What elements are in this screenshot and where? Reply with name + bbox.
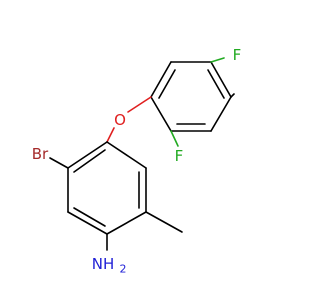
bond-ring1-c1-c2-inner (158, 69, 176, 99)
bond-ring2-a4-a5-inner (73, 207, 106, 227)
atom-fluorine-top: F (233, 46, 242, 64)
bond-c-f-top-colored (210, 57, 225, 63)
bond-ring1-c1-c2 (150, 61, 172, 98)
bond-ring2-a3-a4 (106, 211, 147, 235)
bond-c-f-top (230, 93, 235, 98)
atom-nitrogen-subscript: 2 (120, 263, 127, 276)
atom-oxygen: O (114, 111, 126, 129)
bond-o-c (106, 127, 115, 143)
bond-c-br (49, 157, 69, 169)
atom-bromine: Br (32, 145, 49, 163)
bond-ring1-c3-c4 (210, 61, 232, 98)
structure-canvas: O Br F F NH 2 (31, 46, 242, 276)
molecule-structure: O Br F F NH 2 (32, 46, 242, 276)
bond-ring1-c4-c5 (210, 96, 232, 132)
bond-c-o (127, 96, 152, 113)
atom-fluorine-mid: F (175, 147, 184, 165)
atom-nitrogen: NH (92, 255, 115, 273)
bond-ring2-a6-a1-inner (73, 149, 106, 173)
bond-ring2-a4-a5 (67, 211, 108, 235)
bond-ring2-a1-a2 (106, 141, 147, 169)
bond-ring1-c3-c4-inner (207, 69, 225, 99)
bond-c-f-mid (170, 130, 179, 147)
bond-c-methyl (145, 211, 183, 233)
bond-ring2-a6-a1 (67, 141, 108, 169)
bond-ring1-c6-c1 (150, 96, 172, 132)
